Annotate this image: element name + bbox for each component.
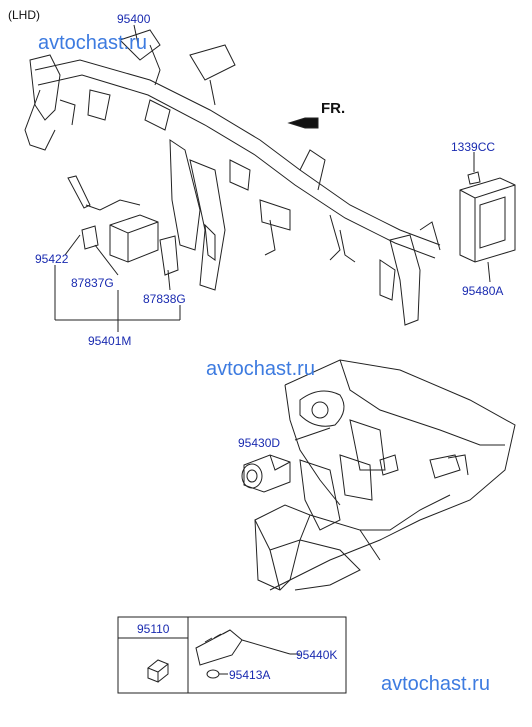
group-95401m-bracket xyxy=(54,234,181,332)
direction-label: FR. xyxy=(321,100,346,117)
keys-parts-box xyxy=(117,616,347,694)
part-number-95440k[interactable]: 95440K xyxy=(296,648,338,662)
left-components-drawing xyxy=(67,175,179,276)
module-95480a-drawing xyxy=(459,152,516,283)
part-number-95430d[interactable]: 95430D xyxy=(238,436,281,450)
part-number-1339cc[interactable]: 1339CC xyxy=(451,140,496,154)
watermark-middle: avtochast.ru xyxy=(206,358,315,380)
part-number-95110[interactable]: 95110 xyxy=(137,622,170,636)
ignition-switch-drawing xyxy=(241,427,331,493)
variant-label: (LHD) xyxy=(8,8,40,22)
part-number-87837g[interactable]: 87837G xyxy=(71,276,114,290)
part-number-95401m[interactable]: 95401M xyxy=(88,334,132,348)
part-number-95413a[interactable]: 95413A xyxy=(229,668,271,682)
key-cylinder-drawing xyxy=(147,659,169,683)
watermark-top: avtochast.ru xyxy=(38,32,147,54)
watermark-bottom: avtochast.ru xyxy=(381,673,490,695)
part-number-95422[interactable]: 95422 xyxy=(35,252,69,266)
cowl-crossbar-drawing xyxy=(24,29,441,326)
smart-key-drawing xyxy=(195,629,300,679)
part-number-87838g[interactable]: 87838G xyxy=(143,292,186,306)
dashboard-drawing xyxy=(254,359,516,591)
part-number-95480a[interactable]: 95480A xyxy=(462,284,504,298)
part-number-95400[interactable]: 95400 xyxy=(117,12,151,26)
